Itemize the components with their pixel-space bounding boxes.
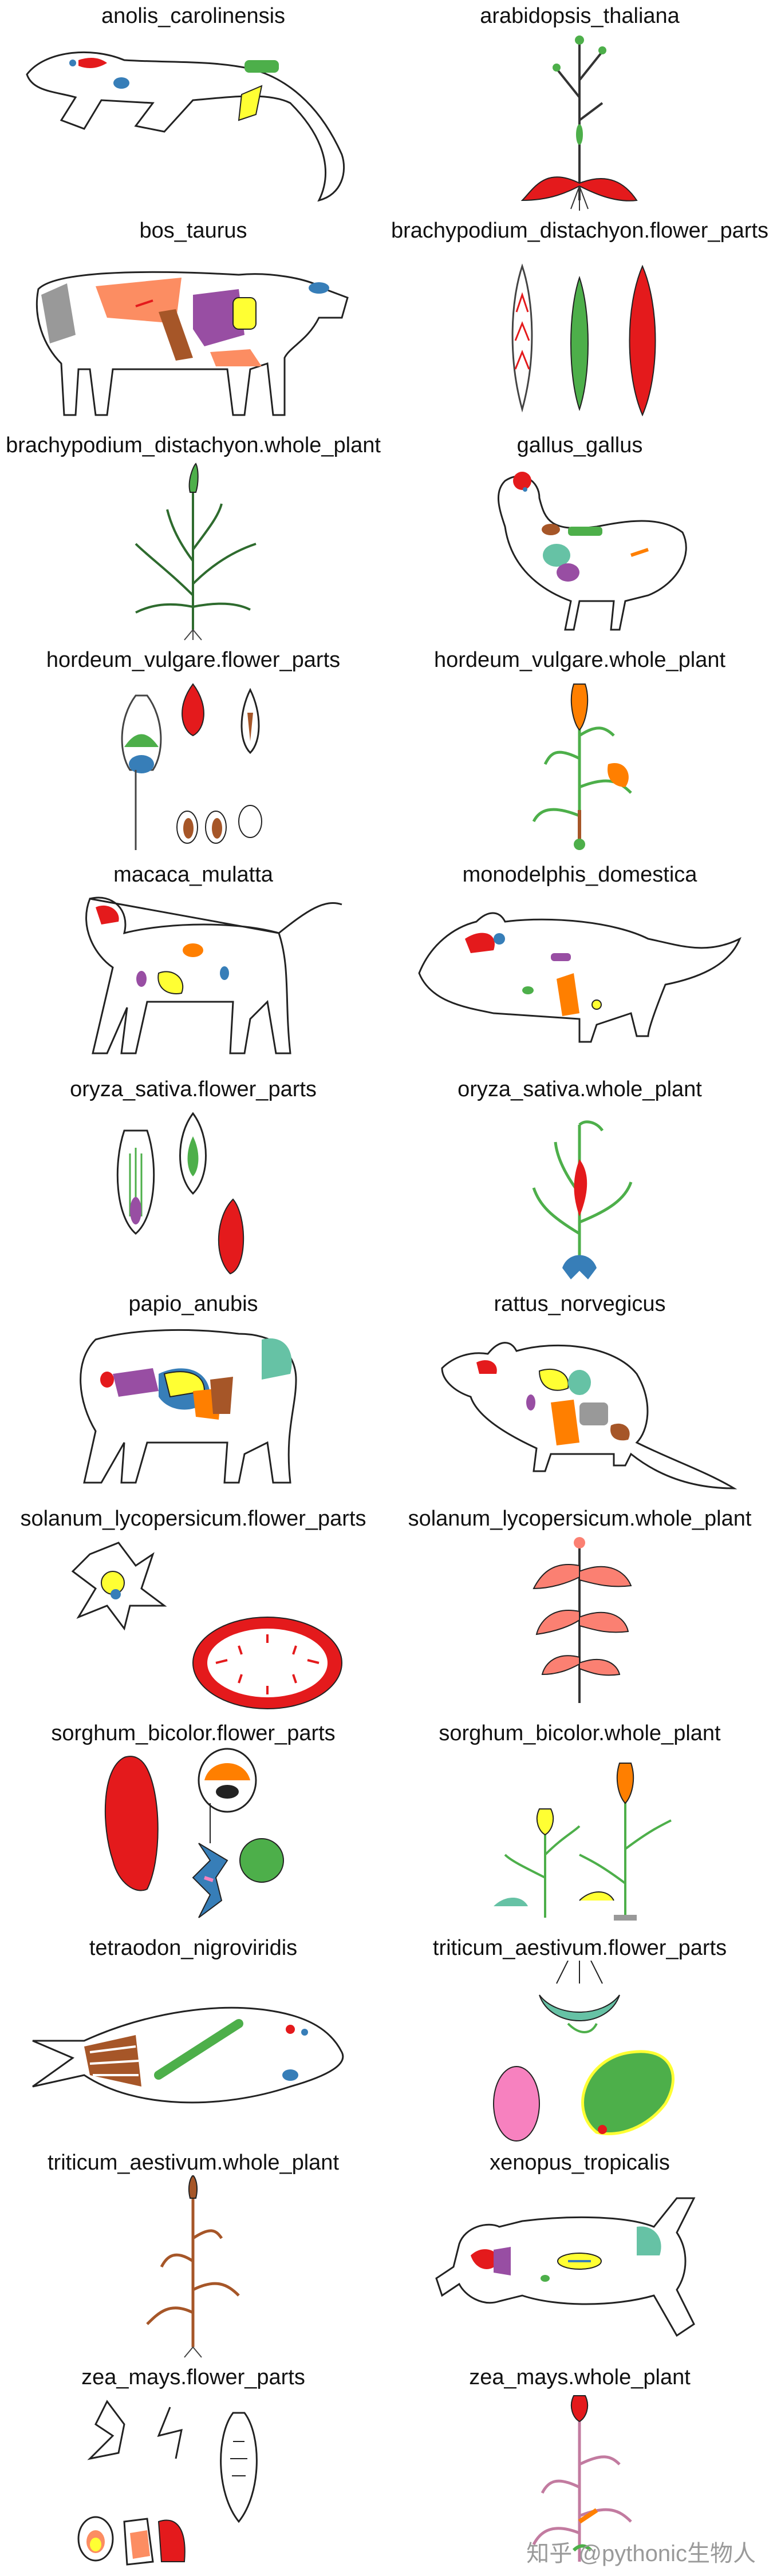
opossum-illustration (408, 887, 751, 1070)
panel-brachypodium-distachyon-whole-plant: brachypodium_distachyon.whole_plant (0, 429, 386, 644)
panel-hordeum-vulgare-whole-plant: hordeum_vulgare.whole_plant (386, 644, 773, 859)
sorghum-parts-illustration (21, 1746, 365, 1929)
panel-label: hordeum_vulgare.flower_parts (46, 648, 341, 672)
panel-label: sorghum_bicolor.flower_parts (51, 1721, 336, 1745)
sorghum-illustration (408, 1746, 751, 1929)
panel-label: rattus_norvegicus (494, 1292, 666, 1316)
panel-label: solanum_lycopersicum.flower_parts (20, 1507, 366, 1531)
panel-label: macaca_mulatta (113, 863, 273, 887)
watermark: 知乎 @pythonic生物人 (526, 2541, 756, 2566)
baboon-illustration (21, 1317, 365, 1500)
panel-label: zea_mays.flower_parts (81, 2365, 305, 2389)
tomato-illustration (408, 1531, 751, 1714)
fish-illustration (21, 1961, 365, 2144)
arabidopsis-illustration (408, 29, 751, 212)
panel-brachypodium-distachyon-flower-parts: brachypodium_distachyon.flower_parts (386, 215, 773, 429)
panel-label: solanum_lycopersicum.whole_plant (408, 1507, 752, 1531)
barley-illustration (408, 673, 751, 856)
panel-zea-mays-whole-plant: zea_mays.whole_plant 知乎 @pythonic生物人 (386, 2361, 773, 2576)
panel-label: monodelphis_domestica (462, 863, 697, 887)
panel-solanum-lycopersicum-whole-plant: solanum_lycopersicum.whole_plant (386, 1503, 773, 1717)
rat-illustration (408, 1317, 751, 1500)
panel-label: papio_anubis (128, 1292, 258, 1316)
panel-label: gallus_gallus (516, 433, 643, 457)
panel-macaca-mulatta: macaca_mulatta (0, 859, 386, 1073)
panel-anolis-carolinensis: anolis_carolinensis (0, 0, 386, 215)
panel-triticum-aestivum-flower-parts: triticum_aestivum.flower_parts (386, 1932, 773, 2147)
panel-tetraodon-nigroviridis: tetraodon_nigroviridis (0, 1932, 386, 2147)
panel-label: oryza_sativa.flower_parts (70, 1077, 317, 1101)
panel-zea-mays-flower-parts: zea_mays.flower_parts (0, 2361, 386, 2576)
tomato-parts-illustration (21, 1531, 365, 1714)
panel-gallus-gallus: gallus_gallus (386, 429, 773, 644)
panel-label: tetraodon_nigroviridis (89, 1936, 298, 1960)
panel-label: sorghum_bicolor.whole_plant (439, 1721, 721, 1745)
maize-illustration (408, 2390, 751, 2573)
rice-parts-illustration (21, 1102, 365, 1285)
panel-label: xenopus_tropicalis (490, 2151, 670, 2175)
spike-parts-illustration (408, 243, 751, 426)
monkey-illustration (21, 887, 365, 1070)
panel-sorghum-bicolor-whole-plant: sorghum_bicolor.whole_plant (386, 1717, 773, 1932)
frog-illustration (408, 2175, 751, 2358)
wheat-parts-illustration (408, 1961, 751, 2144)
panel-label: anolis_carolinensis (101, 4, 286, 28)
panel-label: brachypodium_distachyon.flower_parts (391, 219, 769, 243)
panel-arabidopsis-thaliana: arabidopsis_thaliana (386, 0, 773, 215)
panel-hordeum-vulgare-flower-parts: hordeum_vulgare.flower_parts (0, 644, 386, 859)
panel-bos-taurus: bos_taurus (0, 215, 386, 429)
panel-label: triticum_aestivum.flower_parts (432, 1936, 727, 1960)
lizard-illustration (21, 29, 365, 212)
wheat-illustration (21, 2175, 365, 2358)
rice-illustration (408, 1102, 751, 1285)
panel-oryza-sativa-whole-plant: oryza_sativa.whole_plant (386, 1073, 773, 1288)
panel-monodelphis-domestica: monodelphis_domestica (386, 859, 773, 1073)
panel-label: bos_taurus (139, 219, 247, 243)
panel-label: zea_mays.whole_plant (469, 2365, 691, 2389)
panel-oryza-sativa-flower-parts: oryza_sativa.flower_parts (0, 1073, 386, 1288)
panel-triticum-aestivum-whole-plant: triticum_aestivum.whole_plant (0, 2147, 386, 2361)
barley-parts-illustration (21, 673, 365, 856)
chicken-illustration (408, 458, 751, 641)
panel-solanum-lycopersicum-flower-parts: solanum_lycopersicum.flower_parts (0, 1503, 386, 1717)
panel-sorghum-bicolor-flower-parts: sorghum_bicolor.flower_parts (0, 1717, 386, 1932)
panel-label: hordeum_vulgare.whole_plant (433, 648, 726, 672)
panel-xenopus-tropicalis: xenopus_tropicalis (386, 2147, 773, 2361)
panel-label: oryza_sativa.whole_plant (458, 1077, 702, 1101)
maize-parts-illustration (21, 2390, 365, 2573)
panel-rattus-norvegicus: rattus_norvegicus (386, 1288, 773, 1503)
panel-label: triticum_aestivum.whole_plant (47, 2151, 339, 2175)
panel-label: brachypodium_distachyon.whole_plant (6, 433, 381, 457)
panel-papio-anubis: papio_anubis (0, 1288, 386, 1503)
grass-illustration (21, 458, 365, 641)
panel-label: arabidopsis_thaliana (480, 4, 680, 28)
cow-illustration (21, 243, 365, 426)
